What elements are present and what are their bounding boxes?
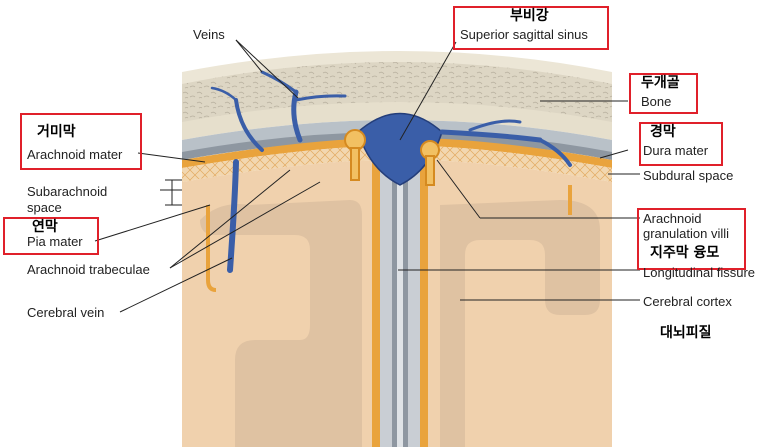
- korean-bone: 두개골: [641, 75, 680, 91]
- korean-pia-mater: 연막: [32, 219, 58, 235]
- label-arachnoid-granulation-2: granulation villi: [643, 226, 729, 241]
- korean-cerebral-cortex: 대뇌피질: [660, 325, 712, 341]
- korean-arachnoid-granulation: 지주막 융모: [650, 245, 720, 261]
- box-arachnoid-granulation: [637, 208, 746, 270]
- label-veins: Veins: [193, 27, 225, 42]
- label-arachnoid-trabeculae: Arachnoid trabeculae: [27, 262, 150, 277]
- label-subarachnoid-space-1: Subarachnoid: [27, 184, 108, 199]
- korean-arachnoid-mater: 거미막: [37, 124, 76, 140]
- longitudinal-fissure: [372, 150, 428, 447]
- box-arachnoid-mater: [20, 113, 142, 170]
- box-superior-sagittal-sinus: [453, 6, 609, 50]
- arachnoid-layer: [182, 138, 380, 168]
- label-superior-sagittal-sinus: Superior sagittal sinus: [460, 27, 588, 42]
- box-bone: [629, 73, 698, 114]
- label-arachnoid-mater: Arachnoid mater: [27, 147, 123, 162]
- label-cerebral-vein: Cerebral vein: [27, 305, 105, 320]
- box-dura-mater: [639, 122, 723, 166]
- dura-mater-layer: [182, 120, 612, 158]
- label-bone: Bone: [641, 94, 672, 109]
- arachnoid-granulations: [344, 129, 440, 186]
- label-subdural-space: Subdural space: [643, 168, 734, 183]
- korean-dura-mater: 경막: [650, 124, 676, 140]
- label-subarachnoid-space-2: space: [27, 200, 62, 215]
- label-dura-mater: Dura mater: [643, 143, 709, 158]
- label-longitudinal-fissure: Longitudinal fissure: [643, 265, 756, 280]
- box-pia-mater: [3, 217, 99, 255]
- label-pia-mater: Pia mater: [27, 234, 83, 249]
- leader-lines: [94, 39, 640, 313]
- korean-superior-sagittal-sinus: 부비강: [510, 8, 549, 24]
- label-cerebral-cortex: Cerebral cortex: [643, 294, 732, 309]
- label-arachnoid-granulation-1: Arachnoid: [643, 211, 702, 226]
